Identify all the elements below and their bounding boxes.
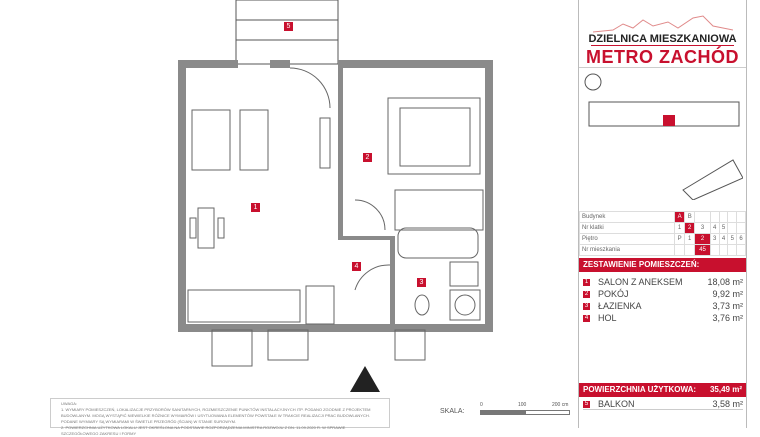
info-row: Nr mieszkania 45 (579, 244, 746, 256)
room-area: 3,76 m² (712, 313, 743, 323)
info-cell: 4 (709, 222, 720, 234)
info-cell-empty (736, 244, 746, 256)
scale-label: SKALA: (440, 408, 465, 415)
divider (579, 67, 746, 68)
balcony-row: 5 BALKON 3,58 m² (583, 399, 743, 410)
room-area: 18,08 m² (707, 277, 743, 287)
info-panel: DZIELNICA MIESZKANIOWA METRO ZACHÓD Budy… (578, 0, 747, 428)
info-cell-empty (718, 211, 729, 223)
room-area: 3,73 m² (712, 301, 743, 311)
room-row: 3 ŁAZIENKA 3,73 m² (583, 301, 743, 311)
info-label: Nr klatki (579, 222, 675, 234)
info-cell: 2 (694, 233, 711, 245)
room-label-2: 2 (363, 153, 372, 162)
room-num: 3 (583, 302, 590, 310)
scale-bar (480, 410, 526, 415)
floor-plan (178, 0, 493, 392)
info-cell-empty (718, 244, 729, 256)
logo-divider (591, 45, 734, 46)
scale-tick-100: 100 (518, 402, 527, 408)
info-cell-empty (709, 244, 720, 256)
notes: UWAGA: 1. WYMIARY POMIESZCZEŃ, LOKALIZAC… (50, 398, 390, 436)
room-area: 3,58 m² (712, 399, 743, 409)
scale: SKALA: 0 100 200 cm (440, 402, 570, 415)
info-cell: 1 (673, 222, 686, 234)
balcony-outline (235, 0, 339, 65)
info-cell-empty (727, 244, 738, 256)
room-name: HOL (598, 313, 617, 323)
note-2: 2. POWIERZCHNIA UŻYTKOWA LOKALU JEST OKR… (61, 425, 346, 436)
info-cell-empty (694, 211, 711, 223)
total-label: POWIERZCHNIA UŻYTKOWA: (583, 385, 697, 394)
building-key-plan (584, 73, 743, 200)
room-num: 5 (583, 400, 590, 408)
room-area: 9,92 m² (712, 289, 743, 299)
info-cell-empty (727, 222, 738, 234)
room-name: POKÓJ (598, 289, 629, 299)
room-name: ŁAZIENKA (598, 301, 642, 311)
notes-title: UWAGA: (61, 401, 78, 406)
room-row: 4 HOL 3,76 m² (583, 313, 743, 323)
info-cell-empty (727, 211, 738, 223)
info-cell: 2 (684, 222, 696, 234)
room-name: BALKON (598, 399, 635, 409)
logo-line1: DZIELNICA MIESZKANIOWA (588, 33, 737, 45)
info-cell-empty (736, 211, 746, 223)
info-cell-empty (709, 211, 720, 223)
note-1: 1. WYMIARY POMIESZCZEŃ, LOKALIZACJE PRZY… (61, 407, 371, 424)
room-row: 2 POKÓJ 9,92 m² (583, 289, 743, 299)
info-label: Budynek (579, 211, 675, 223)
room-num: 1 (583, 278, 590, 286)
info-label: Nr mieszkania (579, 244, 675, 256)
total-area: 35,49 m² (709, 385, 742, 394)
info-cell-empty (684, 244, 696, 256)
info-cell: 1 (684, 233, 696, 245)
walls (178, 60, 493, 332)
room-label-4: 4 (352, 262, 361, 271)
room-num: 2 (583, 290, 590, 298)
info-cell-empty (673, 244, 686, 256)
scale-bar-empty (524, 410, 570, 415)
info-cell: 5 (727, 233, 738, 245)
scale-tick-200: 200 cm (552, 402, 569, 408)
logo-line2: METRO ZACHÓD (586, 47, 739, 67)
north-arrow-icon (350, 366, 380, 392)
scale-tick-0: 0 (480, 402, 483, 408)
skyline-logo-icon (593, 15, 733, 33)
info-cell: 3 (709, 233, 720, 245)
room-num: 4 (583, 314, 590, 322)
room-label-1: 1 (251, 203, 260, 212)
info-cell: P (673, 233, 686, 245)
info-cell: A (673, 211, 686, 223)
room-name: SALON Z ANEKSEM (598, 277, 683, 287)
info-cell: 5 (718, 222, 729, 234)
info-cell: 4 (718, 233, 729, 245)
info-cell: 3 (694, 222, 711, 234)
total-area-bar: POWIERZCHNIA UŻYTKOWA: 35,49 m² (579, 383, 746, 397)
info-cell: 6 (736, 233, 746, 245)
room-label-3: 3 (417, 278, 426, 287)
info-cell: B (684, 211, 696, 223)
info-cell-empty (736, 222, 746, 234)
info-cell: 45 (694, 244, 711, 256)
info-label: Piętro (579, 233, 675, 245)
rooms-header: ZESTAWIENIE POMIESZCZEŃ: (579, 258, 746, 272)
room-row: 1 SALON Z ANEKSEM 18,08 m² (583, 277, 743, 287)
room-label-5: 5 (284, 22, 293, 31)
